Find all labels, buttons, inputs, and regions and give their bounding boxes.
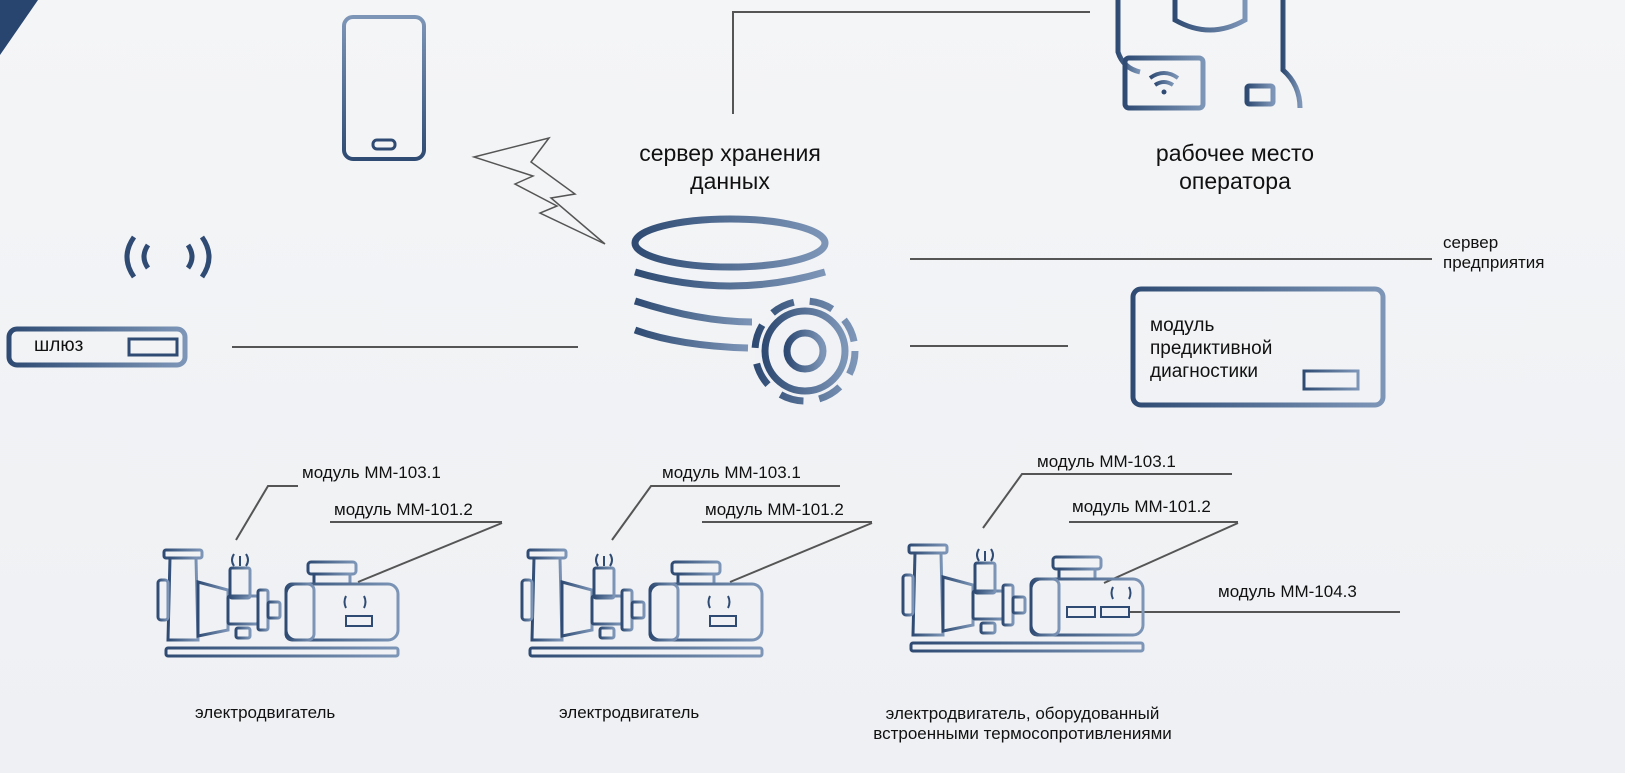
motor-3-icon <box>901 543 1145 659</box>
gateway-label: шлюз <box>34 335 84 356</box>
corner-accent <box>0 0 38 55</box>
predictive-module-icon <box>1130 286 1386 408</box>
motor-3-module-103: модуль ММ-103.1 <box>1037 452 1176 471</box>
motor-1-module-101: модуль ММ-101.2 <box>334 500 473 519</box>
motor-2-module-103: модуль ММ-103.1 <box>662 463 801 482</box>
motor-1-caption: электродвигатель <box>195 703 336 722</box>
storage-server-label: сервер хранения данных <box>639 140 821 194</box>
leader-m1-103 <box>235 485 298 541</box>
enterprise-server-label: сервер предприятия <box>1443 233 1545 273</box>
database-server-icon <box>631 215 829 352</box>
leader-m3-103 <box>982 473 1232 529</box>
wireless-bolt-icon <box>471 136 606 245</box>
motor-2-module-101: модуль ММ-101.2 <box>705 500 844 519</box>
operator-workplace-label: рабочее место оператора <box>1155 140 1315 194</box>
motor-2-caption: электродвигатель <box>559 703 700 722</box>
predictive-module-label: модуль предиктивной диагностики <box>1150 315 1273 382</box>
motor-3-module-104: модуль ММ-104.3 <box>1218 582 1357 601</box>
leader-m2-103 <box>611 485 840 541</box>
gateway-icon <box>6 235 212 368</box>
connector-lines <box>232 11 1432 613</box>
operator-icon <box>1115 0 1303 111</box>
motor-3-module-101: модуль ММ-101.2 <box>1072 497 1211 516</box>
smartphone-icon <box>342 15 426 161</box>
motor-2-icon <box>520 548 764 664</box>
motor-1-icon <box>156 548 400 664</box>
line-server-to-operator <box>732 11 1090 114</box>
motor-1-module-103: модуль ММ-103.1 <box>302 463 441 482</box>
gear-icon <box>751 297 859 405</box>
leader-m2-101 <box>729 522 873 583</box>
motor-3-caption: электродвигатель, оборудованный встроенн… <box>873 704 1172 744</box>
leader-m3-101 <box>1103 522 1239 584</box>
leader-m1-101 <box>357 522 503 583</box>
